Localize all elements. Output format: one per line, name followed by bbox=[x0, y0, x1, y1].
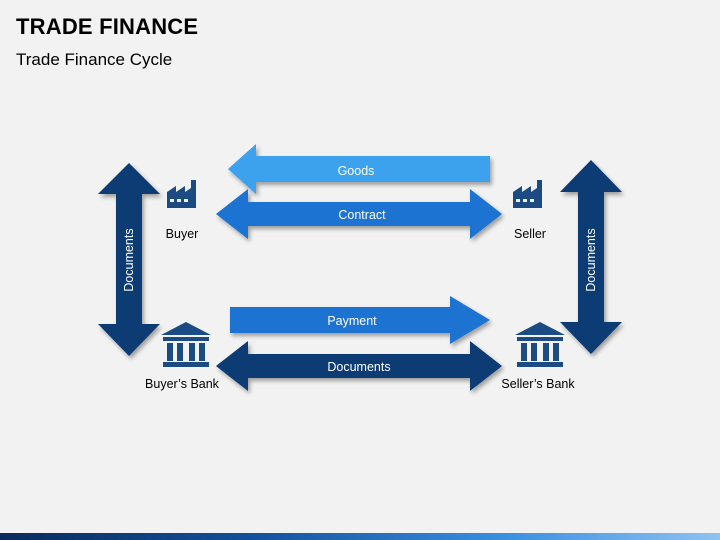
seller-label: Seller bbox=[514, 227, 546, 241]
buyer-factory-icon bbox=[167, 180, 196, 208]
buyers-bank-label: Buyer’s Bank bbox=[145, 377, 220, 391]
documents-right-label: Documents bbox=[584, 228, 598, 291]
contract-label: Contract bbox=[338, 208, 386, 222]
sellers-bank-label: Seller’s Bank bbox=[501, 377, 575, 391]
documents-left-label: Documents bbox=[122, 228, 136, 291]
page-title: TRADE FINANCE bbox=[16, 14, 199, 39]
bottom-accent-bar bbox=[0, 533, 720, 540]
payment-label: Payment bbox=[327, 314, 377, 328]
sellers-bank-icon bbox=[515, 322, 565, 367]
buyer-label: Buyer bbox=[166, 227, 199, 241]
documents-bottom-label: Documents bbox=[327, 360, 390, 374]
contract-arrow: Contract bbox=[216, 189, 502, 239]
page-subtitle: Trade Finance Cycle bbox=[16, 50, 173, 69]
seller-factory-icon bbox=[513, 180, 542, 208]
goods-arrow: Goods bbox=[228, 144, 490, 194]
buyers-bank-icon bbox=[161, 322, 211, 367]
documents-left-arrow: Documents bbox=[98, 163, 160, 356]
goods-label: Goods bbox=[338, 164, 375, 178]
payment-arrow: Payment bbox=[230, 296, 490, 344]
documents-bottom-arrow: Documents bbox=[216, 341, 502, 391]
documents-right-arrow: Documents bbox=[560, 160, 622, 354]
